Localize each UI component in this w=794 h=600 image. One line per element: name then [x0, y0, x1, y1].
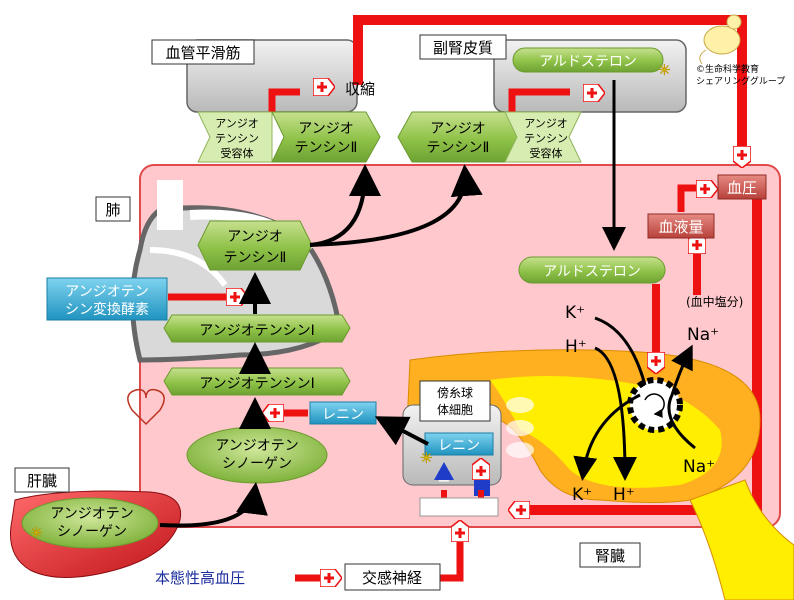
svg-text:テンシンⅡ: テンシンⅡ — [224, 250, 287, 266]
svg-text:アンジオ: アンジオ — [215, 117, 259, 130]
ang1-lung — [163, 314, 351, 343]
essential-hypertension-label: 本態性高血圧 — [155, 569, 245, 587]
ace-enzyme — [46, 277, 168, 321]
svg-text:✳: ✳ — [658, 61, 671, 79]
vascular-smooth-muscle-label: 血管平滑筋 — [165, 44, 240, 62]
sympathetic-nerve-box — [344, 563, 441, 591]
na-ion-bottom: Na⁺ — [683, 457, 715, 477]
membrane-bar — [419, 497, 499, 517]
receptor-left — [197, 111, 273, 163]
svg-text:アンジオテンシンⅠ: アンジオテンシンⅠ — [199, 323, 315, 339]
jg-label-1: 傍糸球 — [437, 385, 473, 400]
kidney-label-box — [579, 542, 641, 568]
svg-text:シン変換酵素: シン変換酵素 — [65, 301, 149, 318]
svg-text:アルドステロン: アルドステロン — [543, 264, 641, 280]
blood-salt-label: (血中塩分) — [686, 294, 743, 309]
sympathetic-nerve-label: 交感神経 — [362, 569, 422, 587]
adrenal-cortex-label: 副腎皮質 — [433, 39, 493, 57]
adrenal-label-box — [419, 34, 507, 60]
svg-text:テンシン: テンシン — [524, 132, 568, 145]
svg-text:アンジオ: アンジオ — [227, 229, 282, 245]
jg-label-2: 体細胞 — [437, 403, 473, 417]
lung-label-box — [95, 196, 131, 222]
svg-text:アンジオテン: アンジオテン — [65, 284, 148, 300]
heart-icon — [127, 388, 165, 426]
ang2-receptor-left — [271, 111, 381, 163]
mouse-logo — [699, 14, 742, 65]
copyright-line1: ©生命科学教育 — [696, 63, 759, 75]
jg-label-box — [419, 380, 491, 422]
svg-text:受容体: 受容体 — [530, 146, 563, 160]
blood-volume-box — [647, 213, 715, 239]
svg-text:シノーゲン: シノーゲン — [222, 456, 292, 472]
svg-text:テンシンⅡ: テンシンⅡ — [295, 140, 358, 156]
svg-text:✳: ✳ — [30, 524, 43, 542]
na-ion-top: Na⁺ — [687, 325, 719, 345]
svg-text:レニン: レニン — [322, 407, 364, 423]
svg-text:アンジオテン: アンジオテン — [50, 506, 133, 522]
svg-text:レニン: レニン — [438, 438, 480, 454]
svg-text:受容体: 受容体 — [221, 146, 254, 160]
h-ion-top: H⁺ — [565, 337, 587, 357]
blood-volume-label: 血液量 — [658, 218, 703, 236]
lung-label: 肺 — [105, 201, 120, 219]
svg-text:アンジオ: アンジオ — [298, 121, 353, 137]
k-ion-bottom: K⁺ — [572, 485, 592, 505]
renin-blood — [309, 401, 377, 425]
svg-text:アンジオテン: アンジオテン — [215, 438, 298, 454]
svg-text:−: − — [437, 471, 450, 490]
svg-text:テンシン: テンシン — [215, 132, 259, 145]
aldosterone-blood — [518, 256, 666, 284]
receptor-minus — [434, 462, 454, 480]
ang1-blood — [163, 367, 351, 396]
liver-label-box — [14, 467, 70, 493]
ion-transporter — [627, 377, 683, 433]
k-ion-top: K⁺ — [565, 303, 585, 323]
vascular-label-box — [151, 39, 255, 65]
adrenal-aldosterone — [512, 47, 664, 73]
svg-text:アルドステロン: アルドステロン — [539, 54, 637, 70]
copyright-line2: シェアリンググループ — [696, 75, 785, 87]
angiotensinogen-liver — [21, 497, 159, 549]
pressure-loop-arrow — [353, 15, 747, 160]
receptor-right — [504, 111, 582, 163]
liver-label: 肝臓 — [27, 472, 57, 490]
contraction-label: 収縮 — [345, 80, 375, 98]
svg-text:シノーゲン: シノーゲン — [57, 524, 127, 540]
svg-text:アンジオ: アンジオ — [430, 121, 485, 137]
h-ion-bottom: H⁺ — [613, 485, 635, 505]
svg-text:アンジオ: アンジオ — [524, 117, 568, 130]
blood-pressure-label: 血圧 — [727, 179, 757, 197]
svg-text:アンジオテンシンⅠ: アンジオテンシンⅠ — [199, 376, 315, 392]
angiotensinogen-blood — [186, 426, 328, 484]
ang2-lung — [197, 220, 313, 271]
blood-pressure-box — [717, 174, 767, 200]
svg-text:✳: ✳ — [420, 449, 433, 467]
svg-text:テンシンⅡ: テンシンⅡ — [427, 140, 490, 156]
kidney-label: 腎臓 — [595, 547, 625, 565]
